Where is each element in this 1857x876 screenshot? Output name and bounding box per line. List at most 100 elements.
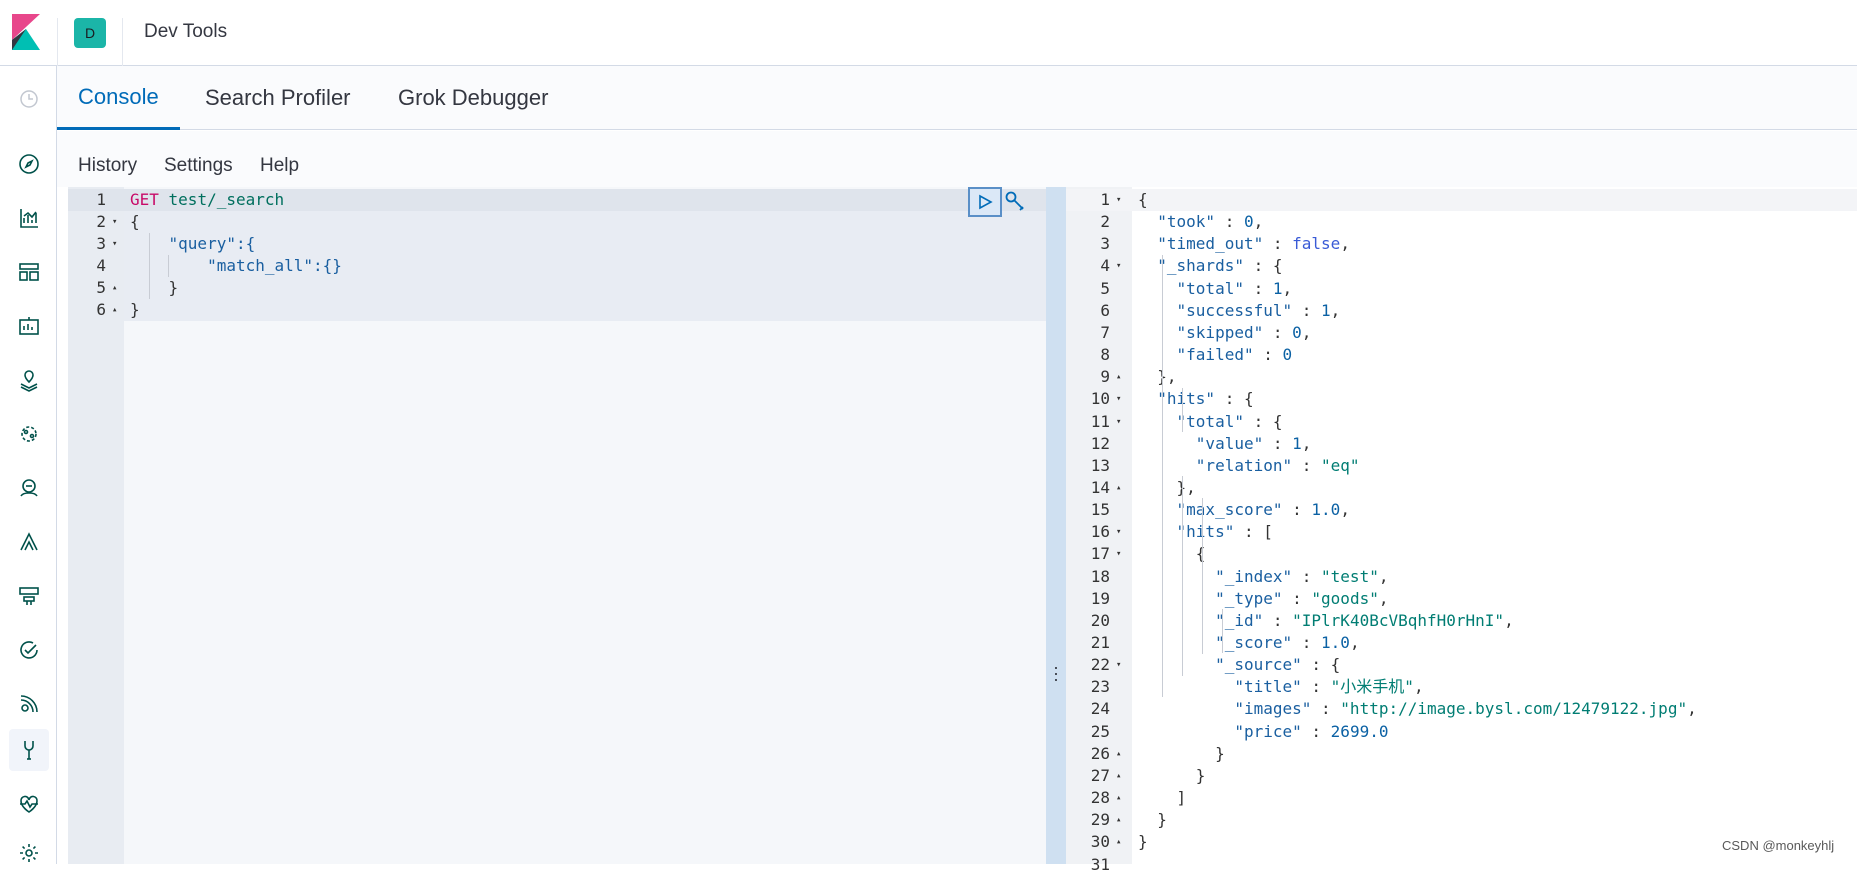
line-number: 15 — [1090, 500, 1110, 519]
fold-toggle-icon[interactable]: ▴ — [112, 283, 118, 293]
line-number: 4 — [96, 256, 106, 275]
fold-toggle-icon[interactable]: ▴ — [1116, 372, 1122, 382]
json-punctuation: { — [1138, 190, 1148, 209]
request-gutter — [68, 187, 124, 864]
line-number: 23 — [1090, 677, 1110, 696]
nav-dashboard[interactable] — [9, 251, 49, 293]
json-line: { — [1138, 543, 1206, 565]
fold-toggle-icon[interactable]: ▴ — [1116, 483, 1122, 493]
tab-search-profiler[interactable]: Search Profiler — [205, 85, 351, 110]
json-punctuation: , — [1349, 633, 1360, 652]
panel-resizer[interactable] — [1046, 187, 1066, 864]
json-value: "eq" — [1321, 456, 1360, 475]
visualize-icon — [20, 209, 38, 228]
fold-toggle-icon[interactable]: ▾ — [1116, 195, 1122, 205]
tab-grok-debugger[interactable]: Grok Debugger — [398, 85, 549, 110]
line-number: 30 — [1090, 832, 1110, 851]
wrench-icon[interactable] — [1004, 190, 1026, 214]
line-number: 22 — [1090, 655, 1110, 674]
fold-toggle-icon[interactable]: ▾ — [112, 239, 118, 249]
json-line: "successful" : 1, — [1138, 300, 1341, 322]
menu-history[interactable]: History — [78, 155, 138, 176]
json-line: "_type" : "goods", — [1138, 588, 1388, 610]
send-request-button[interactable] — [968, 187, 1002, 217]
fold-toggle-icon[interactable]: ▾ — [1116, 549, 1122, 559]
fold-toggle-icon[interactable]: ▴ — [1116, 793, 1122, 803]
indent-guide — [1162, 365, 1163, 697]
nav-discover[interactable] — [9, 143, 49, 185]
fold-toggle-icon[interactable]: ▾ — [1116, 261, 1122, 271]
json-line: "hits" : [ — [1138, 521, 1273, 543]
json-line: "timed_out" : false, — [1138, 233, 1350, 255]
code-line: "match_all":{} — [130, 255, 342, 277]
kibana-logo-icon[interactable] — [12, 14, 40, 50]
tab-console[interactable]: Console — [57, 66, 180, 130]
code-text: { — [130, 212, 140, 231]
fold-toggle-icon[interactable]: ▴ — [112, 305, 118, 315]
fold-toggle-icon[interactable]: ▴ — [1116, 837, 1122, 847]
nav-management[interactable] — [9, 837, 49, 864]
json-punctuation: , — [1504, 611, 1514, 630]
menu-help[interactable]: Help — [260, 155, 300, 176]
resizer-handle-icon[interactable]: ··· — [1053, 657, 1059, 689]
indent-guide — [1162, 255, 1163, 365]
nav-uptime[interactable] — [9, 629, 49, 671]
json-line: ] — [1138, 787, 1187, 809]
json-punctuation: , — [1378, 567, 1389, 586]
indent-guide — [168, 255, 169, 277]
json-line: "_id" : "IPlrK40BcVBqhfH0rHnI", — [1138, 610, 1514, 632]
fold-toggle-icon[interactable]: ▴ — [1116, 815, 1122, 825]
nav-visualize[interactable] — [9, 197, 49, 239]
json-indent — [1138, 699, 1234, 718]
nav-apm[interactable] — [9, 575, 49, 617]
space-avatar[interactable]: D — [74, 18, 106, 48]
console-menu: History Settings Help — [57, 131, 1857, 187]
nav-siem[interactable] — [9, 683, 49, 725]
fold-toggle-icon[interactable]: ▾ — [1116, 660, 1122, 670]
json-value: 1.0 — [1321, 633, 1350, 652]
json-separator: : — [1263, 611, 1293, 630]
json-separator: : — [1282, 589, 1312, 608]
json-value: "小米手机" — [1330, 677, 1414, 696]
line-number: 2 — [96, 212, 106, 231]
line-number: 25 — [1090, 722, 1110, 741]
json-key: "_score" — [1215, 633, 1293, 652]
line-number: 21 — [1090, 633, 1110, 652]
nav-logs[interactable] — [9, 521, 49, 563]
nav-monitoring[interactable] — [9, 783, 49, 825]
fold-toggle-icon[interactable]: ▴ — [1116, 749, 1122, 759]
json-line: "total" : 1, — [1138, 278, 1293, 300]
menu-settings[interactable]: Settings — [164, 155, 233, 176]
nav-canvas[interactable] — [9, 305, 49, 347]
json-punctuation: }, — [1138, 478, 1196, 497]
json-punctuation: , — [1340, 500, 1350, 519]
line-number: 6 — [1100, 301, 1110, 320]
fold-toggle-icon[interactable]: ▾ — [1116, 394, 1122, 404]
json-line: "took" : 0, — [1138, 211, 1263, 233]
line-number: 8 — [1100, 345, 1110, 364]
management-icon — [20, 844, 38, 862]
json-indent — [1138, 212, 1157, 231]
recently-viewed-button[interactable] — [9, 78, 49, 120]
line-number: 1 — [1100, 190, 1110, 209]
json-value: false — [1292, 234, 1341, 253]
json-key: "_id" — [1215, 611, 1264, 630]
fold-toggle-icon[interactable]: ▴ — [1116, 771, 1122, 781]
line-number: 27 — [1090, 766, 1110, 785]
fold-toggle-icon[interactable]: ▾ — [1116, 527, 1122, 537]
maps-icon — [20, 370, 38, 392]
json-indent — [1138, 589, 1215, 608]
json-line: "_shards" : { — [1138, 255, 1282, 277]
nav-machine-learning[interactable] — [9, 413, 49, 455]
nav-metrics[interactable] — [9, 467, 49, 509]
json-punctuation: } — [1138, 766, 1206, 785]
json-indent — [1138, 412, 1177, 431]
nav-maps[interactable] — [9, 359, 49, 401]
json-punctuation: [ — [1263, 522, 1273, 541]
fold-toggle-icon[interactable]: ▾ — [112, 217, 118, 227]
fold-toggle-icon[interactable]: ▾ — [1116, 417, 1122, 427]
line-number: 3 — [96, 234, 106, 253]
line-number: 26 — [1090, 744, 1110, 763]
nav-dev-tools[interactable] — [9, 729, 49, 771]
